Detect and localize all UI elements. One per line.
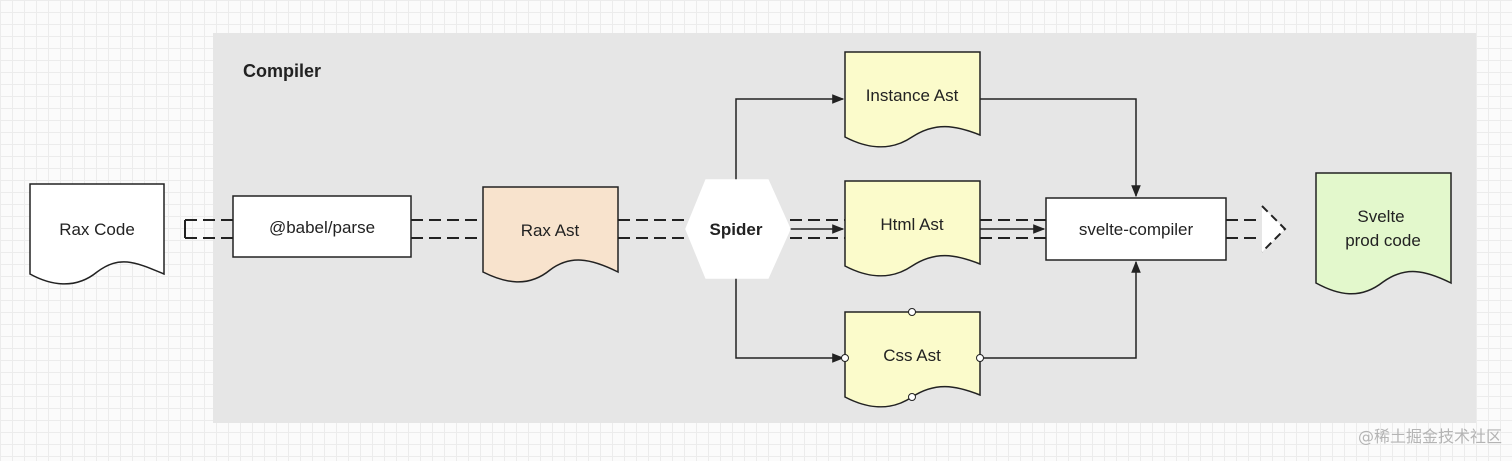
arrow-css-svelte	[980, 260, 1141, 359]
rax-ast-node: Rax Ast	[482, 186, 619, 283]
rax-ast-label: Rax Ast	[521, 221, 580, 240]
babel-parse-node: @babel/parse	[232, 195, 412, 258]
rax-code-node: Rax Code	[29, 183, 165, 285]
css-connection-point-right	[976, 354, 984, 362]
rax-code-label: Rax Code	[59, 220, 135, 239]
svelte-prod-node: Svelte prod code	[1315, 172, 1452, 295]
svelte-compiler-node: svelte-compiler	[1045, 197, 1227, 261]
html-ast-node: Html Ast	[844, 180, 981, 277]
html-ast-label: Html Ast	[880, 215, 944, 234]
css-ast-node: Css Ast	[841, 308, 984, 408]
svelte-compiler-label: svelte-compiler	[1079, 220, 1194, 239]
arrow-spider-instance	[735, 94, 845, 180]
css-connection-point-left	[841, 354, 849, 362]
spider-label: Spider	[710, 220, 763, 239]
svelte-prod-label-line2: prod code	[1345, 231, 1421, 250]
css-ast-label: Css Ast	[883, 346, 941, 365]
instance-ast-node: Instance Ast	[844, 51, 981, 148]
css-connection-point-top	[908, 308, 916, 316]
arrow-instance-svelte	[980, 98, 1141, 198]
svelte-prod-label-line1: Svelte	[1357, 207, 1404, 226]
watermark: @稀土掘金技术社区	[1357, 427, 1502, 446]
compiler-group-title: Compiler	[243, 61, 321, 81]
css-connection-point-bottom	[908, 393, 916, 401]
instance-ast-label: Instance Ast	[866, 86, 959, 105]
flow-arrowhead	[1261, 205, 1287, 253]
spider-node: Spider	[685, 179, 791, 279]
arrow-spider-css	[735, 278, 845, 363]
babel-parse-label: @babel/parse	[269, 218, 375, 237]
main-flow-dashed	[185, 219, 1262, 239]
